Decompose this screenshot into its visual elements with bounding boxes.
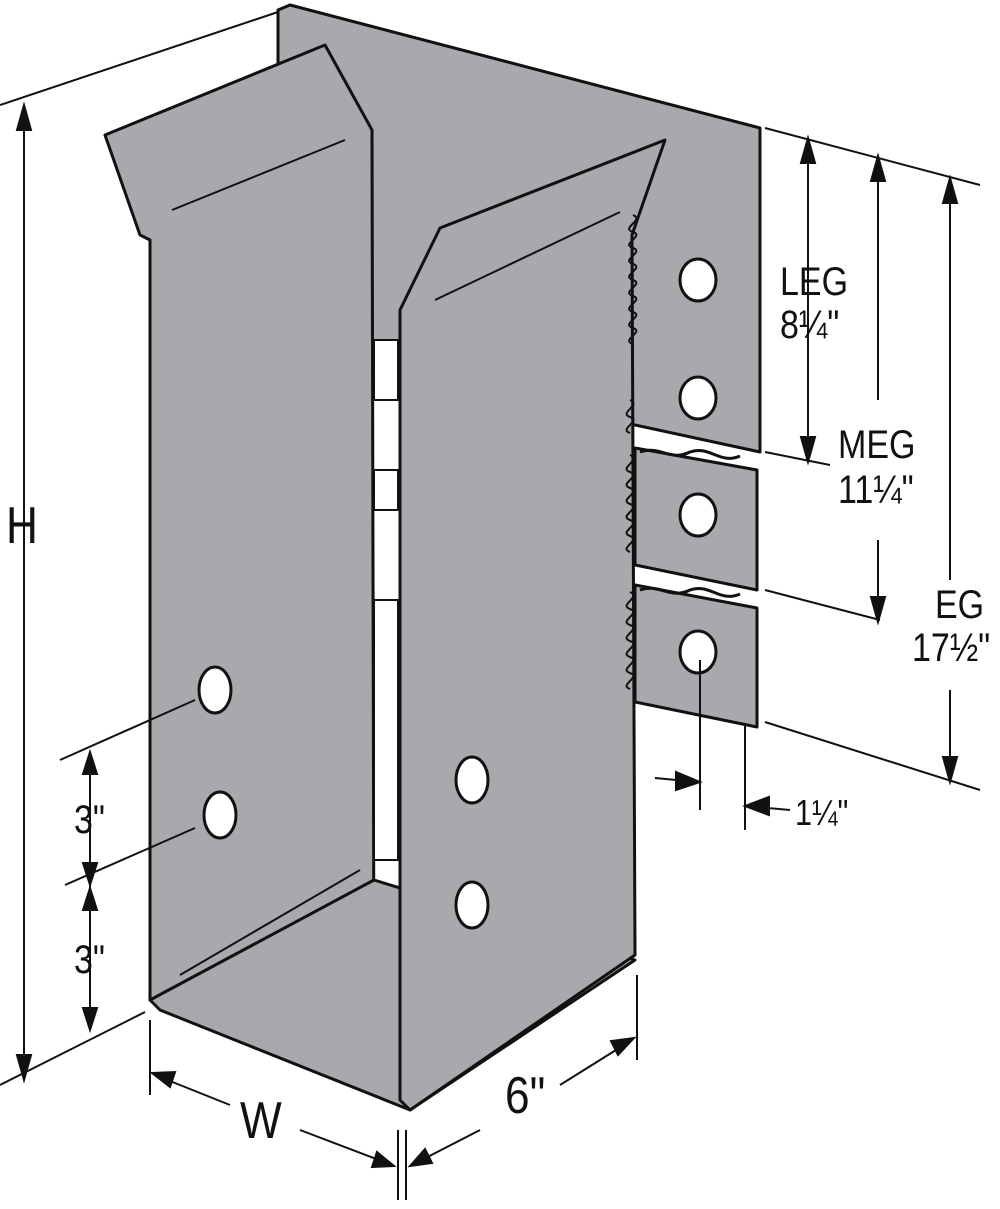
eg-name-label: EG <box>935 583 985 627</box>
height-label: H <box>6 497 38 555</box>
fastener-holes <box>197 257 718 930</box>
leg-value-label: 8¼" <box>780 303 840 347</box>
depth-label: 6" <box>505 1067 546 1125</box>
width-label: W <box>240 1092 282 1150</box>
meg-value-label: 11¼" <box>838 468 914 512</box>
left-side-wall <box>103 43 376 1002</box>
meg-name-label: MEG <box>838 423 916 467</box>
dimension-lines <box>0 11 981 1200</box>
hole-spacing-upper-label: 3" <box>74 798 105 842</box>
eg-value-label: 17½" <box>912 626 991 670</box>
hole-spacing-lower-label: 3" <box>74 938 105 982</box>
leg-name-label: LEG <box>780 260 849 304</box>
edge-distance-label: 1¼" <box>795 792 849 833</box>
